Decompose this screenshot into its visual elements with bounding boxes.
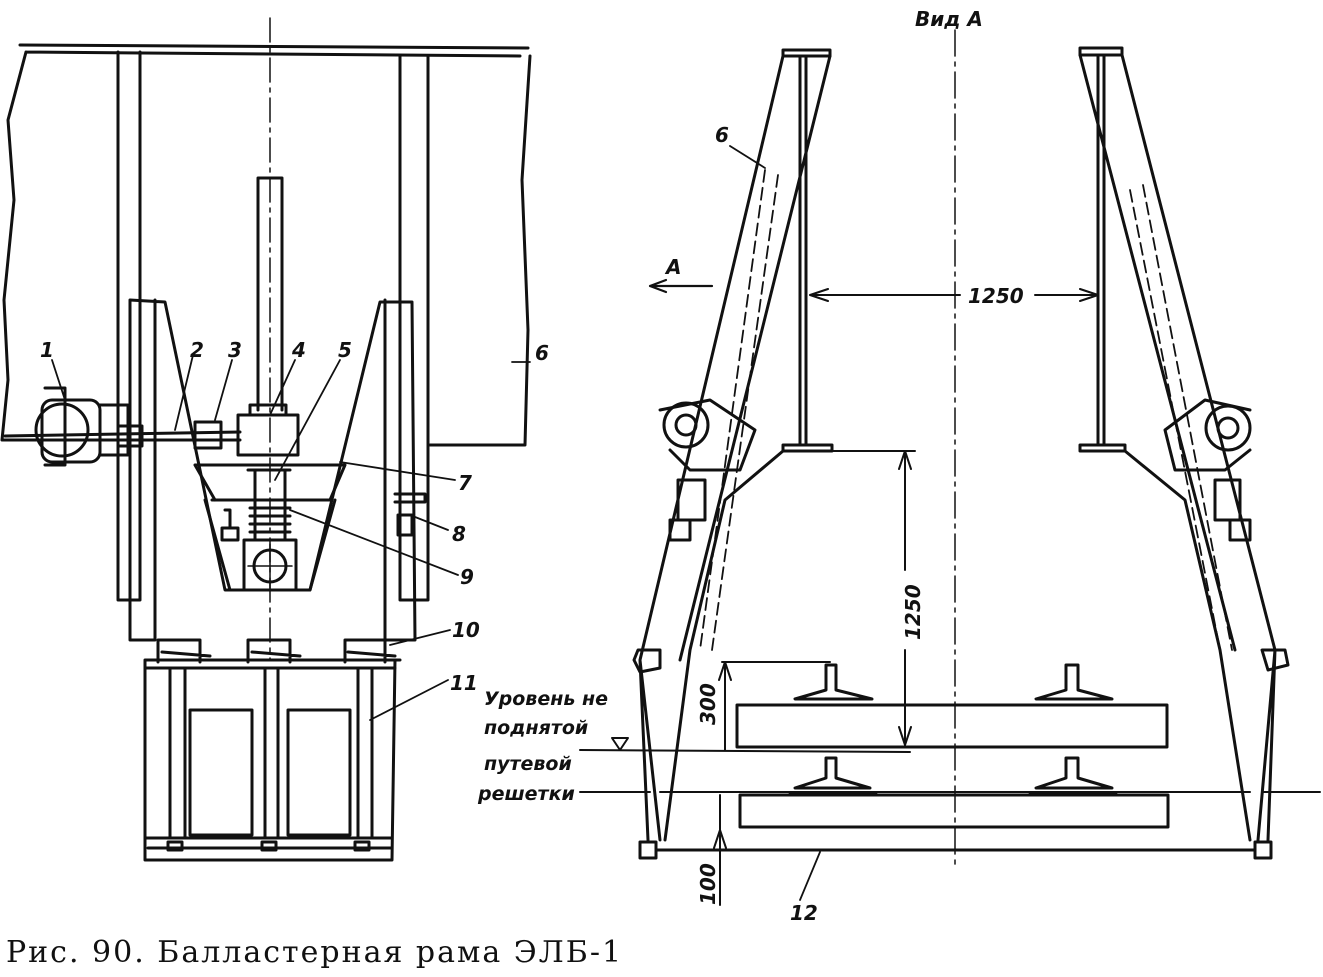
left-hook [632, 648, 662, 674]
callout-11: 11 [450, 671, 478, 695]
right-mechanism [1163, 398, 1252, 542]
gearbox [236, 413, 300, 457]
side-view [0, 17, 532, 862]
callout-12: 12 [790, 901, 818, 925]
right-hook [1260, 648, 1290, 672]
dim-label-1250-vertical: 1250 [901, 584, 925, 640]
clamps [156, 638, 397, 664]
callout-5: 5 [338, 338, 352, 362]
dim-100 [713, 794, 727, 906]
view-arrow [648, 278, 714, 294]
callout-10: 10 [452, 618, 480, 642]
lower-box [143, 658, 402, 862]
coupling-3 [193, 420, 223, 450]
figure-caption: Рис. 90. Балластерная рама ЭЛБ-1 [6, 935, 624, 970]
right-post [1078, 46, 1127, 453]
callout-1: 1 [40, 338, 54, 362]
callout-3: 3 [228, 338, 242, 362]
spring [246, 468, 292, 542]
rail-lower-left [788, 756, 878, 796]
dim-1250-vertical [831, 450, 916, 746]
callout-6-right: 6 [715, 123, 729, 147]
callout-labels: 1 2 3 4 5 6 7 8 9 10 11 6 12 Вид А А 125… [40, 7, 1024, 925]
raised-sleeper [735, 703, 1169, 749]
main-frame-beam [0, 43, 532, 447]
level-note-line3: путевой [484, 753, 572, 775]
track-level-line [579, 749, 1321, 793]
callout-4: 4 [291, 338, 306, 362]
right-rod-dashed [1129, 184, 1233, 651]
leader-12 [799, 851, 821, 901]
dim-label-300: 300 [696, 683, 720, 725]
rail-lower-right [1028, 756, 1118, 796]
dim-300 [718, 661, 831, 751]
left-mechanism [658, 398, 757, 542]
level-note-line1: Уровень не [484, 688, 608, 710]
coupling-2 [116, 424, 144, 448]
dim-label-1250-horizontal: 1250 [968, 284, 1024, 308]
level-marker [611, 737, 629, 751]
callout-7: 7 [458, 471, 472, 495]
view-arrow-label: А [664, 255, 681, 279]
lever [393, 492, 427, 537]
right-arm [1078, 53, 1277, 842]
level-note-line2: поднятой [484, 717, 588, 739]
view-title: Вид А [915, 7, 983, 31]
callout-8: 8 [452, 522, 466, 546]
level-note-line4: решетки [477, 783, 575, 805]
lower-wheel [242, 538, 298, 592]
rail-upper-left [788, 663, 880, 707]
dim-1250-horizontal [809, 288, 1099, 302]
callout-9: 9 [460, 565, 474, 589]
left-arm [638, 54, 832, 842]
rail-upper-right [1028, 663, 1120, 707]
callout-6-left: 6 [535, 341, 549, 365]
front-view [579, 29, 1321, 906]
left-rod-dashed [699, 169, 779, 651]
callout-2: 2 [190, 338, 204, 362]
motor [3, 386, 242, 467]
lifting-rod [256, 176, 284, 412]
left-post [781, 48, 834, 453]
leader-6 [729, 145, 766, 169]
lower-sleeper [738, 793, 1170, 829]
carriage-body [128, 298, 417, 642]
dim-label-100: 100 [696, 863, 720, 905]
